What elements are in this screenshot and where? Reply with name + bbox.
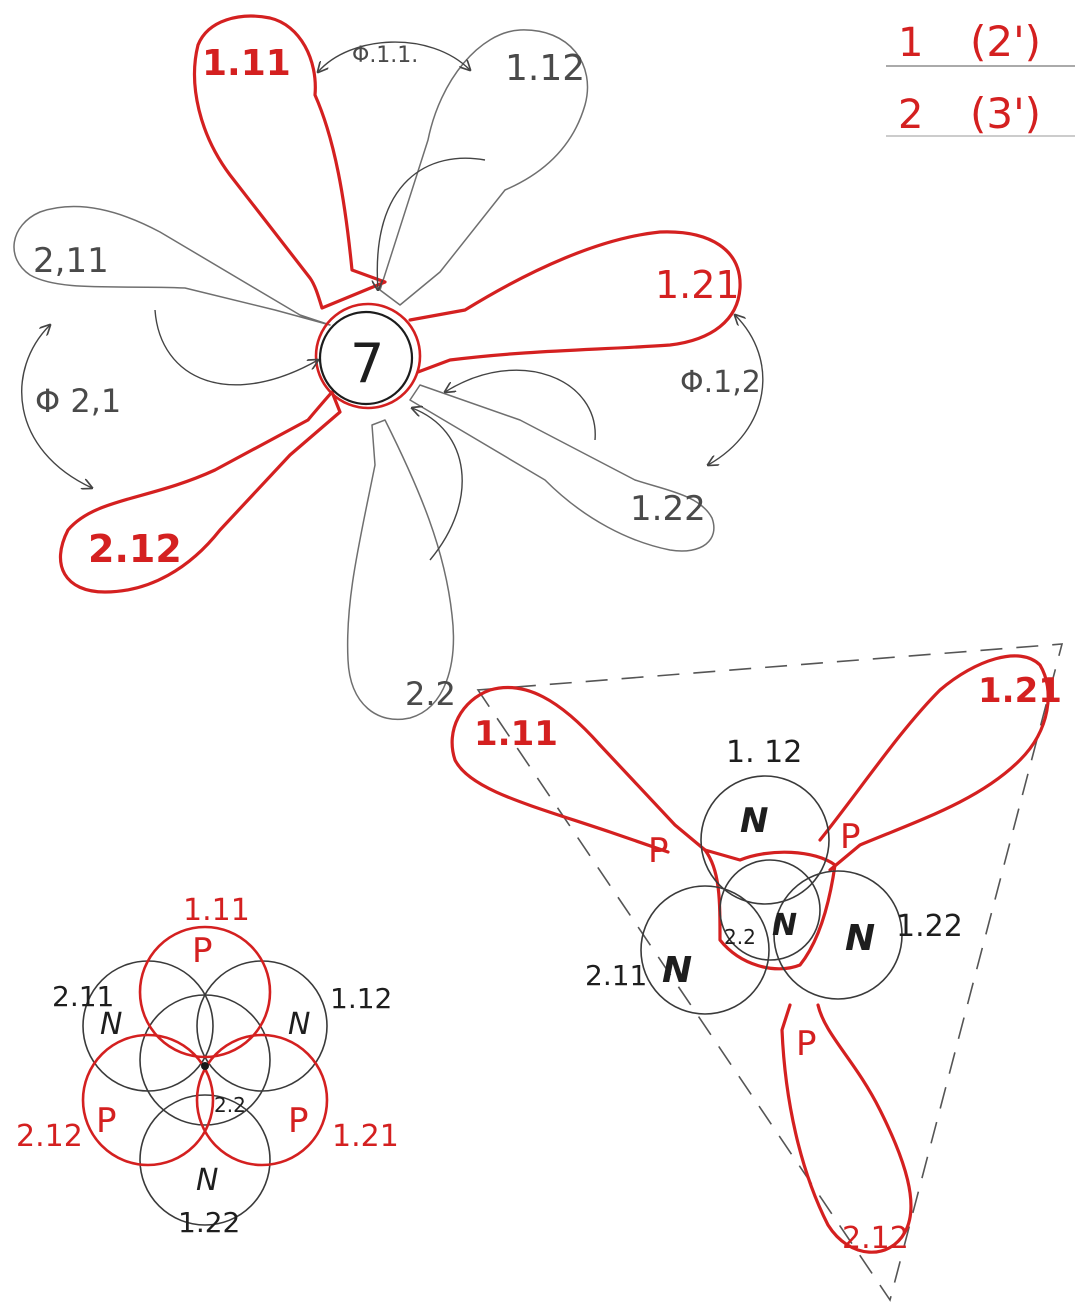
rosette-label-bottom: 1.22 <box>178 1206 240 1239</box>
angle-label-phi-1-2: Φ.1,2 <box>680 365 761 400</box>
triangle-center-link <box>705 850 835 969</box>
rosette-n-upper-left: N <box>100 1007 122 1042</box>
flower-rotation-arrow-4 <box>412 408 462 560</box>
rosette-p-top: P <box>192 931 213 971</box>
flower-rotation-arrow-1 <box>377 158 485 290</box>
triangle-p-1-11: P <box>648 831 669 871</box>
flower-label-1-11: 1.11 <box>202 43 291 84</box>
rosette-label-upper-right: 1.12 <box>330 982 392 1015</box>
flower-center-label: 7 <box>350 332 384 395</box>
triangle-n-2-2: N <box>772 908 797 943</box>
flower-rotation-arrow-2 <box>155 310 318 385</box>
flower-rotation-arrow-3 <box>445 370 595 440</box>
triangle-circle-2-11 <box>641 886 769 1014</box>
rosette-label-center: 2.2 <box>214 1093 246 1117</box>
flower-label-2-2: 2.2 <box>405 675 456 713</box>
triangle-label-1-12: 1. 12 <box>726 735 802 770</box>
flower-diagram: 7 1.11 1.12 1.21 1.22 2,11 2.12 2.2 Φ.1.… <box>14 16 763 719</box>
triangle-n-2-11: N <box>662 950 692 991</box>
rosette-n-upper-right: N <box>288 1007 310 1042</box>
rosette-label-left: 2.12 <box>16 1119 83 1154</box>
rosette-p-left: P <box>96 1101 117 1141</box>
legend: 1 (2') 2 (3') <box>886 17 1075 138</box>
rosette-p-right: P <box>288 1101 309 1141</box>
flower-label-1-22: 1.22 <box>630 489 706 529</box>
rosette-n-bottom: N <box>196 1163 218 1198</box>
triangle-n-1-12: N <box>740 801 768 841</box>
triangle-label-1-22: 1.22 <box>896 909 963 944</box>
triangle-label-2-11: 2.11 <box>585 959 647 992</box>
flower-label-2-12: 2.12 <box>88 527 182 571</box>
angle-label-phi-2-1: Φ 2,1 <box>35 382 121 420</box>
triangle-label-1-21: 1.21 <box>978 671 1062 711</box>
triangle-lobe-1-11 <box>452 687 705 852</box>
triangle-p-1-21: P <box>840 817 861 857</box>
rosette-circle-center <box>140 995 270 1125</box>
triangle-n-1-22: N <box>845 918 875 959</box>
legend-row1-number: 1 <box>898 20 923 66</box>
flower-label-1-12: 1.12 <box>505 48 585 89</box>
legend-row2-number: 2 <box>898 92 923 138</box>
legend-row1-value: (2') <box>970 17 1041 66</box>
rosette-circle-2-12 <box>83 1035 213 1165</box>
flower-label-1-21: 1.21 <box>655 263 740 307</box>
triangle-diagram: 1.11 1.21 2.12 1. 12 1.22 2.11 2.2 N N N… <box>452 644 1062 1300</box>
triangle-p-2-12: P <box>796 1024 817 1064</box>
triangle-label-2-12: 2.12 <box>842 1221 909 1256</box>
flower-label-2-11: 2,11 <box>33 241 109 281</box>
rosette-label-right: 1.21 <box>332 1119 399 1154</box>
legend-row2-value: (3') <box>970 89 1041 138</box>
triangle-label-2-2: 2.2 <box>724 925 756 949</box>
rosette-center-dot <box>201 1062 209 1070</box>
angle-label-phi-1-1: Φ.1.1. <box>352 43 418 68</box>
rosette-label-top: 1.11 <box>183 893 250 928</box>
rosette-diagram: 1.11 2.11 1.12 2.12 1.21 1.22 2.2 P N N … <box>16 893 399 1239</box>
triangle-label-1-11: 1.11 <box>474 714 558 754</box>
